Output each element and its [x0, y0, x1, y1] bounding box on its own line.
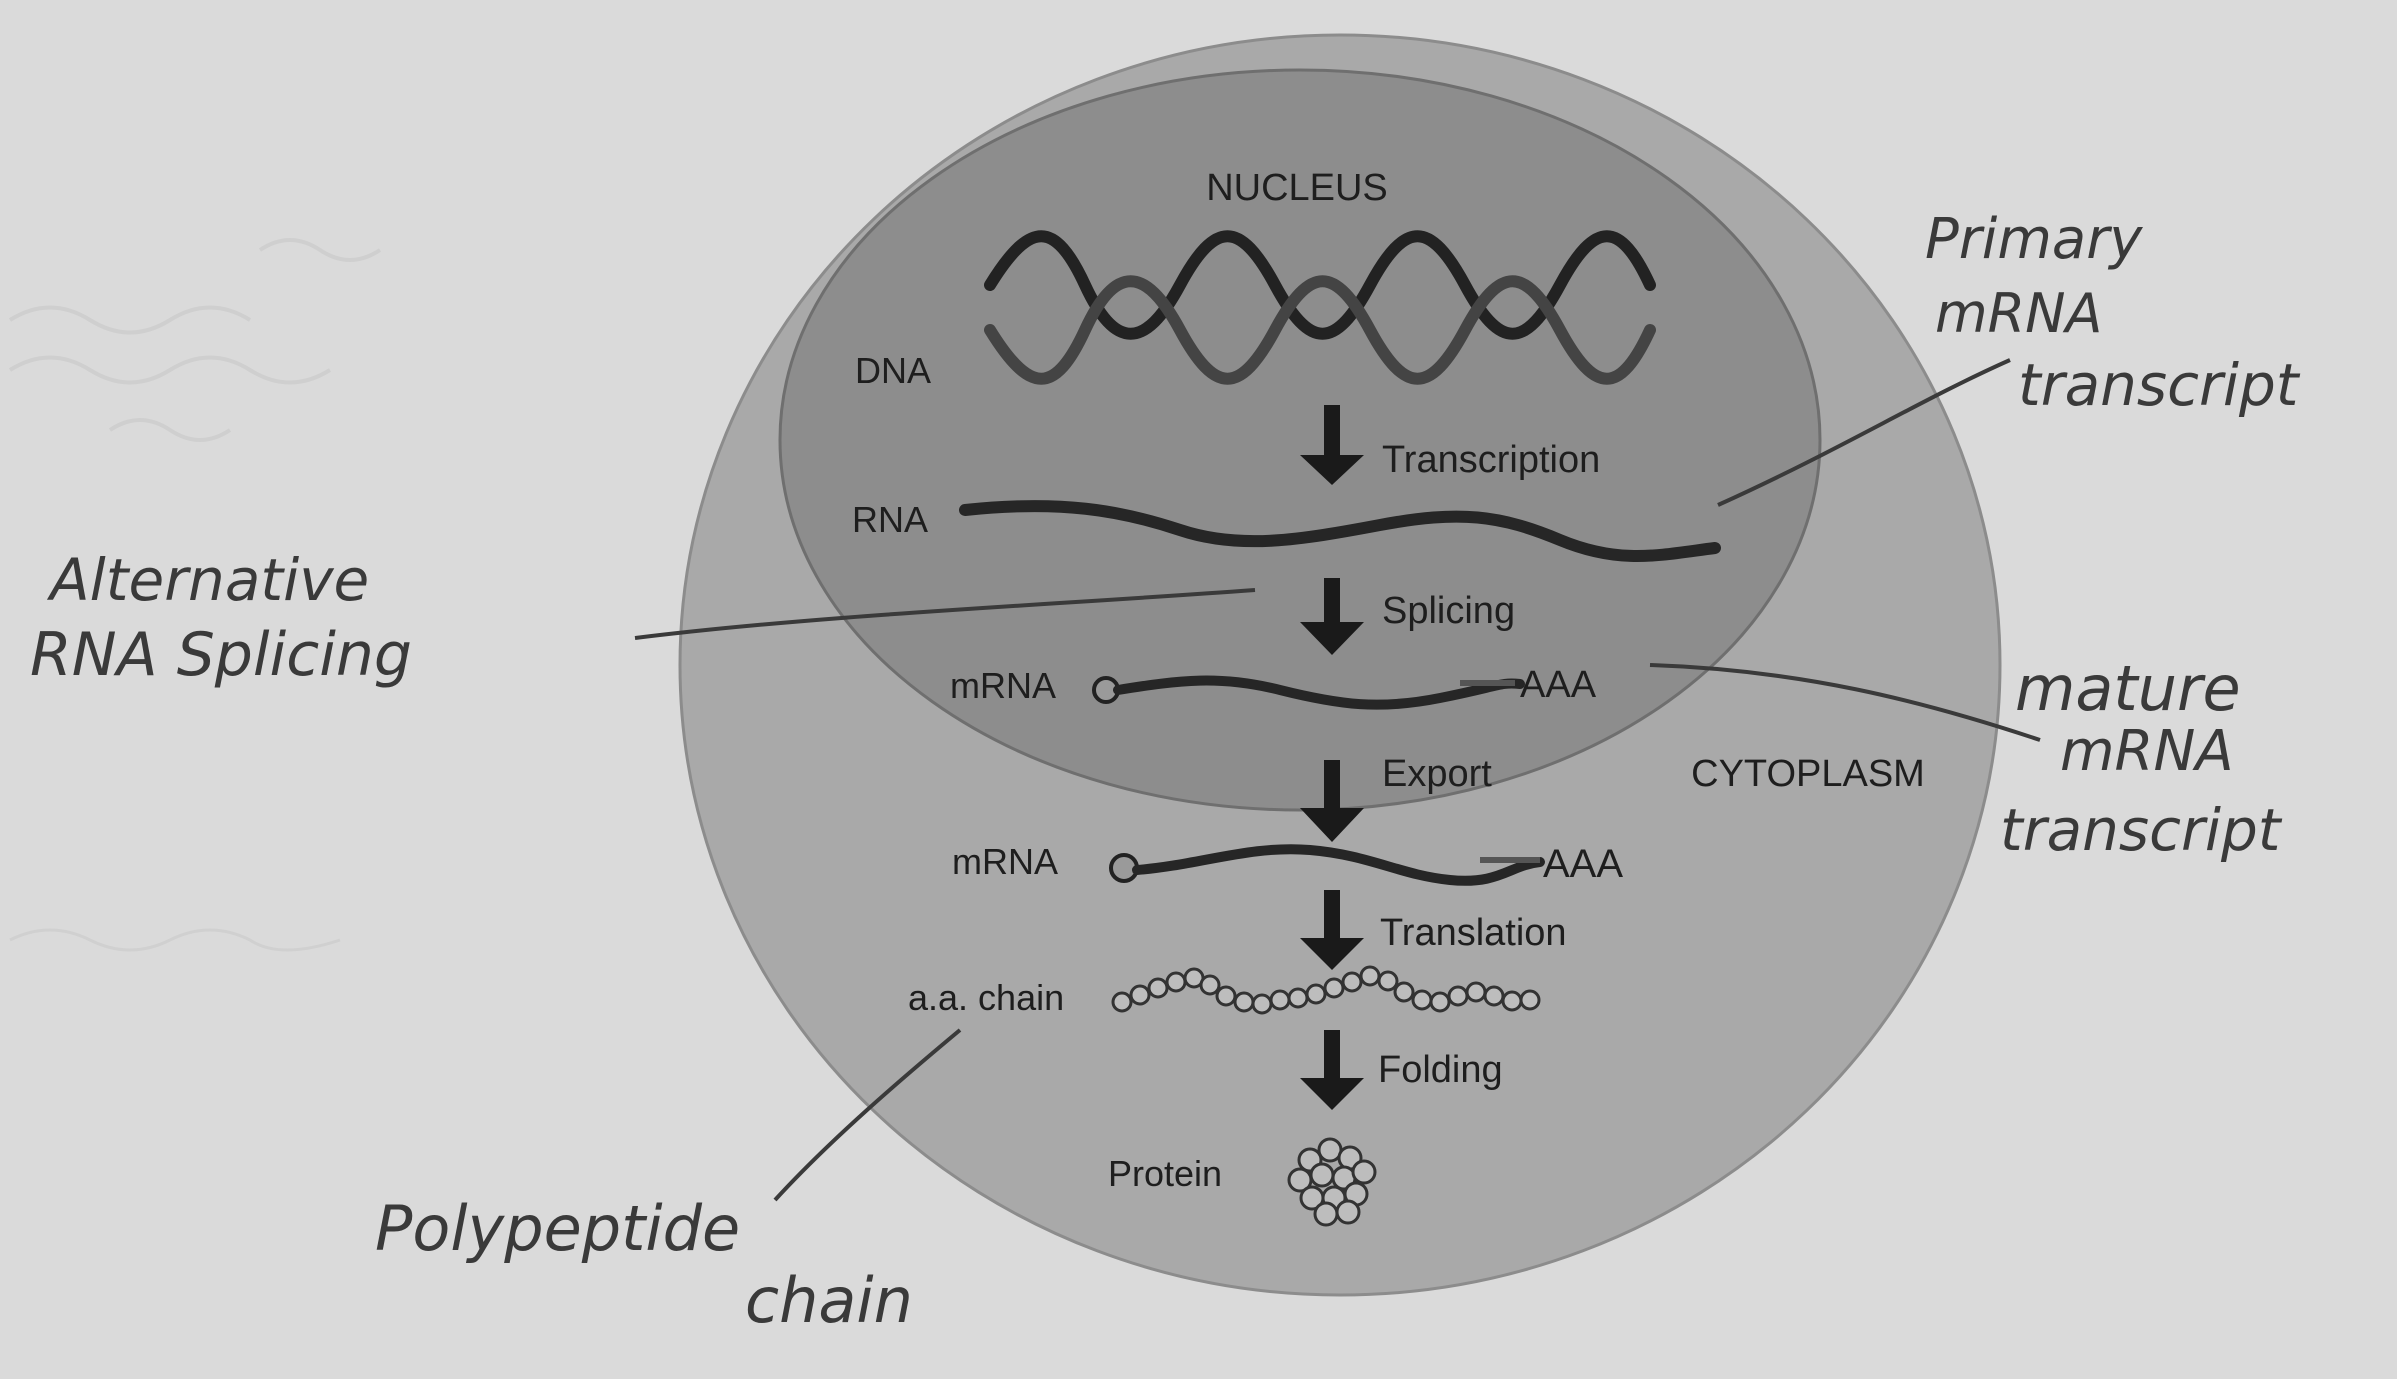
nucleus-label: NUCLEUS [1206, 167, 1388, 209]
step-splicing-label: Splicing [1382, 590, 1515, 632]
protein-cluster [1287, 1137, 1377, 1227]
step-export-label: Export [1382, 753, 1492, 795]
svg-text:Alternative: Alternative [46, 546, 369, 614]
dna-helix [984, 230, 1656, 385]
arrow-export [1300, 760, 1364, 842]
rna-strand [959, 500, 1721, 562]
polya-label-nucleus: AAA [1520, 664, 1597, 706]
svg-text:RNA Splicing: RNA Splicing [30, 620, 412, 690]
protein-label: Protein [1108, 1153, 1222, 1194]
svg-text:mature: mature [2015, 652, 2241, 725]
svg-text:transcript: transcript [2018, 351, 2301, 419]
annotation-primary: Primary mRNA transcript [1925, 207, 2301, 419]
annotation-polypeptide: Polypeptide chain [375, 1192, 913, 1337]
dna-label: DNA [855, 350, 931, 391]
nucleus [778, 68, 1822, 812]
step-folding-label: Folding [1378, 1049, 1503, 1091]
mrna-label-cytoplasm: mRNA [952, 841, 1058, 882]
arrow-translation [1300, 890, 1364, 970]
mrna-strand-nucleus [1113, 675, 1525, 710]
mrna-label-nucleus: mRNA [950, 665, 1056, 706]
arrow-folding [1300, 1030, 1364, 1110]
svg-text:mRNA: mRNA [1935, 282, 2102, 345]
rna-label: RNA [852, 499, 928, 540]
step-transcription-label: Transcription [1382, 439, 1600, 481]
annotation-mature: mature mRNA transcript [2000, 652, 2283, 864]
cytoplasm-label: CYTOPLASM [1691, 753, 1925, 795]
pointer-alternative [634, 588, 1256, 640]
aa-chain-label: a.a. chain [908, 977, 1064, 1018]
svg-text:mRNA: mRNA [2060, 719, 2234, 784]
svg-text:Primary: Primary [1925, 207, 2143, 272]
svg-text:Polypeptide: Polypeptide [375, 1192, 740, 1265]
pointer-mature [1649, 663, 2041, 742]
pointer-polypeptide [773, 1028, 962, 1202]
arrow-transcription [1300, 405, 1364, 485]
step-translation-label: Translation [1380, 912, 1567, 954]
svg-text:chain: chain [745, 1264, 913, 1337]
pointer-primary [1717, 358, 2011, 507]
aa-chain-beads [1111, 965, 1541, 1015]
ghost-marks [8, 238, 382, 952]
arrow-splicing [1300, 578, 1364, 655]
svg-text:transcript: transcript [2000, 796, 2283, 864]
annotation-alternative: Alternative RNA Splicing [30, 546, 412, 690]
polya-label-cytoplasm: AAA [1543, 842, 1623, 886]
mrna-strand-cytoplasm [1132, 844, 1545, 886]
